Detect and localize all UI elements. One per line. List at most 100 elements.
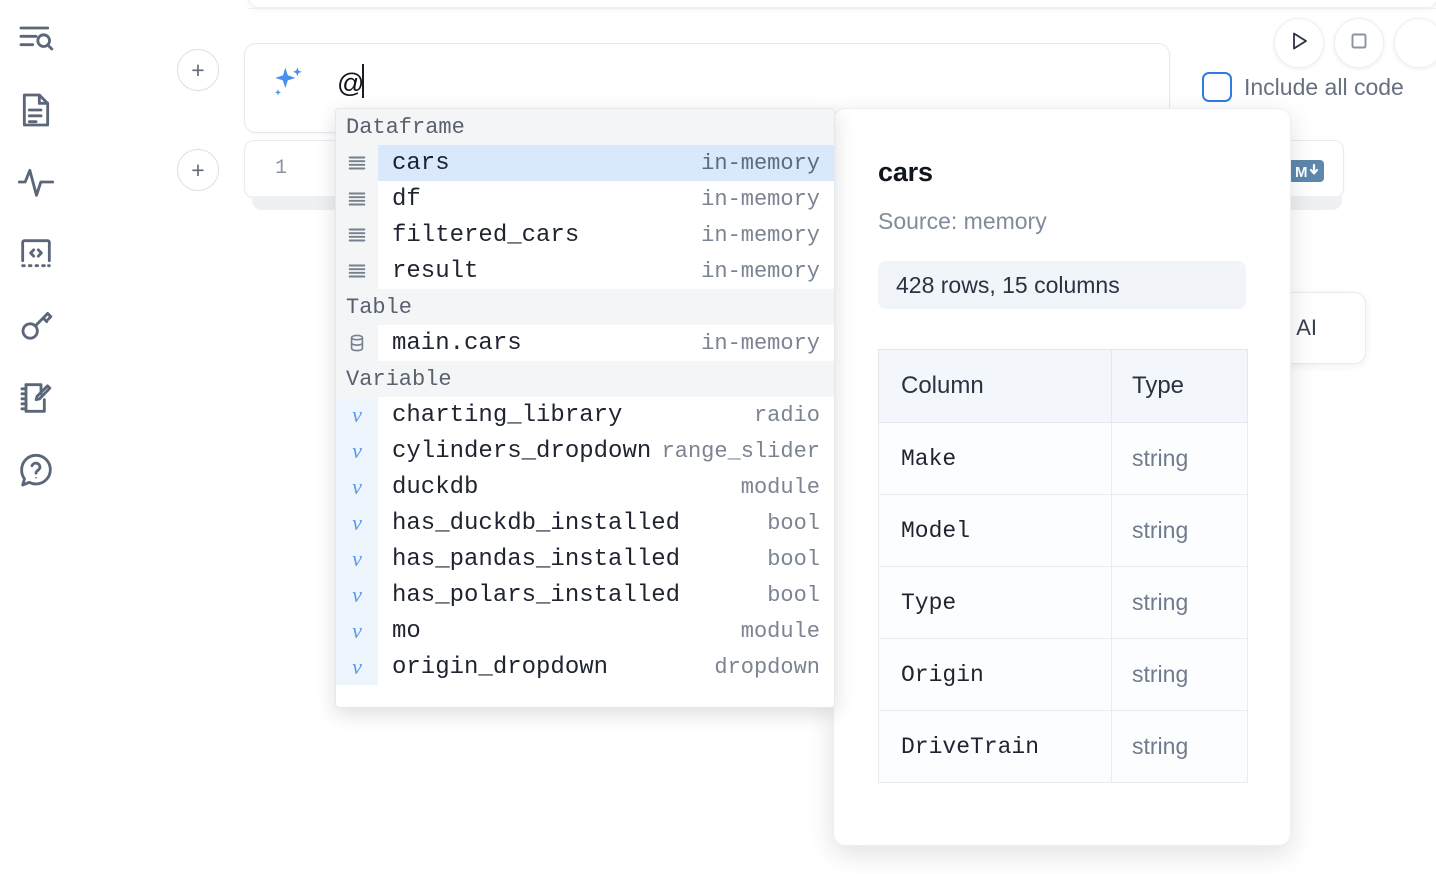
autocomplete-item-type: bool: [767, 582, 820, 608]
autocomplete-item[interactable]: v has_polars_installed bool: [336, 577, 834, 613]
autocomplete-item-type: module: [740, 474, 820, 500]
autocomplete-item-name: charting_library: [392, 401, 623, 429]
schema-cell-type: string: [1111, 422, 1248, 495]
schema-cell-column: Model: [878, 494, 1112, 567]
sidebar-item-activity[interactable]: [12, 158, 60, 206]
stop-square-icon: [1347, 29, 1371, 58]
play-icon: [1287, 29, 1311, 58]
variable-icon: v: [336, 649, 378, 685]
autocomplete-item[interactable]: filtered_cars in-memory: [336, 217, 834, 253]
help-chat-icon: [16, 450, 56, 490]
detail-shape-chip: 428 rows, 15 columns: [878, 261, 1246, 309]
schema-cell-type: string: [1111, 566, 1248, 639]
ai-prompt-input[interactable]: @: [337, 68, 365, 98]
sidebar-item-secrets[interactable]: [12, 302, 60, 350]
schema-cell-column: Type: [878, 566, 1112, 639]
autocomplete-item-name: has_duckdb_installed: [392, 509, 681, 537]
autocomplete-item-name: df: [392, 185, 421, 213]
schema-cell-type: string: [1111, 710, 1248, 783]
toolbar-divider: [248, 8, 1436, 9]
autocomplete-item-type: bool: [767, 510, 820, 536]
autocomplete-item-name: cars: [392, 149, 450, 177]
autocomplete-group-header: Dataframe: [336, 109, 834, 145]
autocomplete-item-type: in-memory: [701, 258, 820, 284]
autocomplete-item-type: radio: [753, 402, 820, 428]
line-number: 1: [275, 157, 288, 180]
variable-icon: v: [336, 577, 378, 613]
variable-icon: v: [336, 613, 378, 649]
dataframe-icon: [336, 181, 378, 217]
activity-pulse-icon: [16, 162, 56, 202]
include-all-code-label: Include all code: [1244, 73, 1404, 100]
stop-button[interactable]: [1334, 18, 1384, 68]
variable-icon: v: [336, 397, 378, 433]
autocomplete-item-name: mo: [392, 617, 421, 645]
autocomplete-item-name: main.cars: [392, 329, 522, 357]
notebook-pencil-icon: [16, 378, 56, 418]
run-button[interactable]: [1274, 18, 1324, 68]
autocomplete-item-name: duckdb: [392, 473, 479, 501]
include-all-code-checkbox[interactable]: [1202, 72, 1232, 102]
add-cell-button-top[interactable]: +: [177, 49, 219, 91]
plus-icon: +: [191, 156, 205, 183]
autocomplete-item-name: origin_dropdown: [392, 653, 609, 681]
left-sidebar: [0, 0, 72, 874]
autocomplete-group-header: Variable: [336, 361, 834, 397]
database-icon: [336, 325, 378, 361]
schema-header-type: Type: [1111, 349, 1248, 423]
schema-cell-column: DriveTrain: [878, 710, 1112, 783]
run-controls: [1274, 18, 1436, 68]
more-options-button[interactable]: [1394, 18, 1436, 68]
key-icon: [16, 306, 56, 346]
sidebar-item-notebook[interactable]: [12, 86, 60, 134]
add-cell-button-bottom[interactable]: +: [177, 149, 219, 191]
schema-cell-column: Origin: [878, 638, 1112, 711]
autocomplete-item-type: in-memory: [701, 222, 820, 248]
sidebar-item-explore[interactable]: [12, 14, 60, 62]
sidebar-item-snippets[interactable]: [12, 230, 60, 278]
schema-header-column: Column: [878, 349, 1112, 423]
autocomplete-item[interactable]: main.cars in-memory: [336, 325, 834, 361]
autocomplete-item-type: module: [740, 618, 820, 644]
explore-search-icon: [16, 18, 56, 58]
schema-cell-column: Make: [878, 422, 1112, 495]
variable-icon: v: [336, 541, 378, 577]
autocomplete-item[interactable]: result in-memory: [336, 253, 834, 289]
schema-cell-type: string: [1111, 638, 1248, 711]
dataframe-icon: [336, 253, 378, 289]
sparkle-icon: [267, 62, 307, 107]
autocomplete-item[interactable]: v has_pandas_installed bool: [336, 541, 834, 577]
autocomplete-item-name: cylinders_dropdown: [392, 437, 652, 465]
autocomplete-item[interactable]: v charting_library radio: [336, 397, 834, 433]
autocomplete-item-type: bool: [767, 546, 820, 572]
autocomplete-item-type: in-memory: [701, 330, 820, 356]
markdown-icon[interactable]: M: [1287, 157, 1325, 190]
autocomplete-item-name: filtered_cars: [392, 221, 580, 249]
code-brackets-icon: [16, 234, 56, 274]
autocomplete-item-name: has_pandas_installed: [392, 545, 681, 573]
autocomplete-item-type: range_slider: [661, 438, 820, 464]
sidebar-item-scratchpad[interactable]: [12, 374, 60, 422]
sidebar-item-help[interactable]: [12, 446, 60, 494]
autocomplete-item-name: result: [392, 257, 479, 285]
svg-text:M: M: [1295, 164, 1308, 181]
include-all-code-row[interactable]: Include all code: [1202, 72, 1404, 102]
autocomplete-item-name: has_polars_installed: [392, 581, 681, 609]
dataframe-icon: [336, 145, 378, 181]
autocomplete-group-header: Table: [336, 289, 834, 325]
